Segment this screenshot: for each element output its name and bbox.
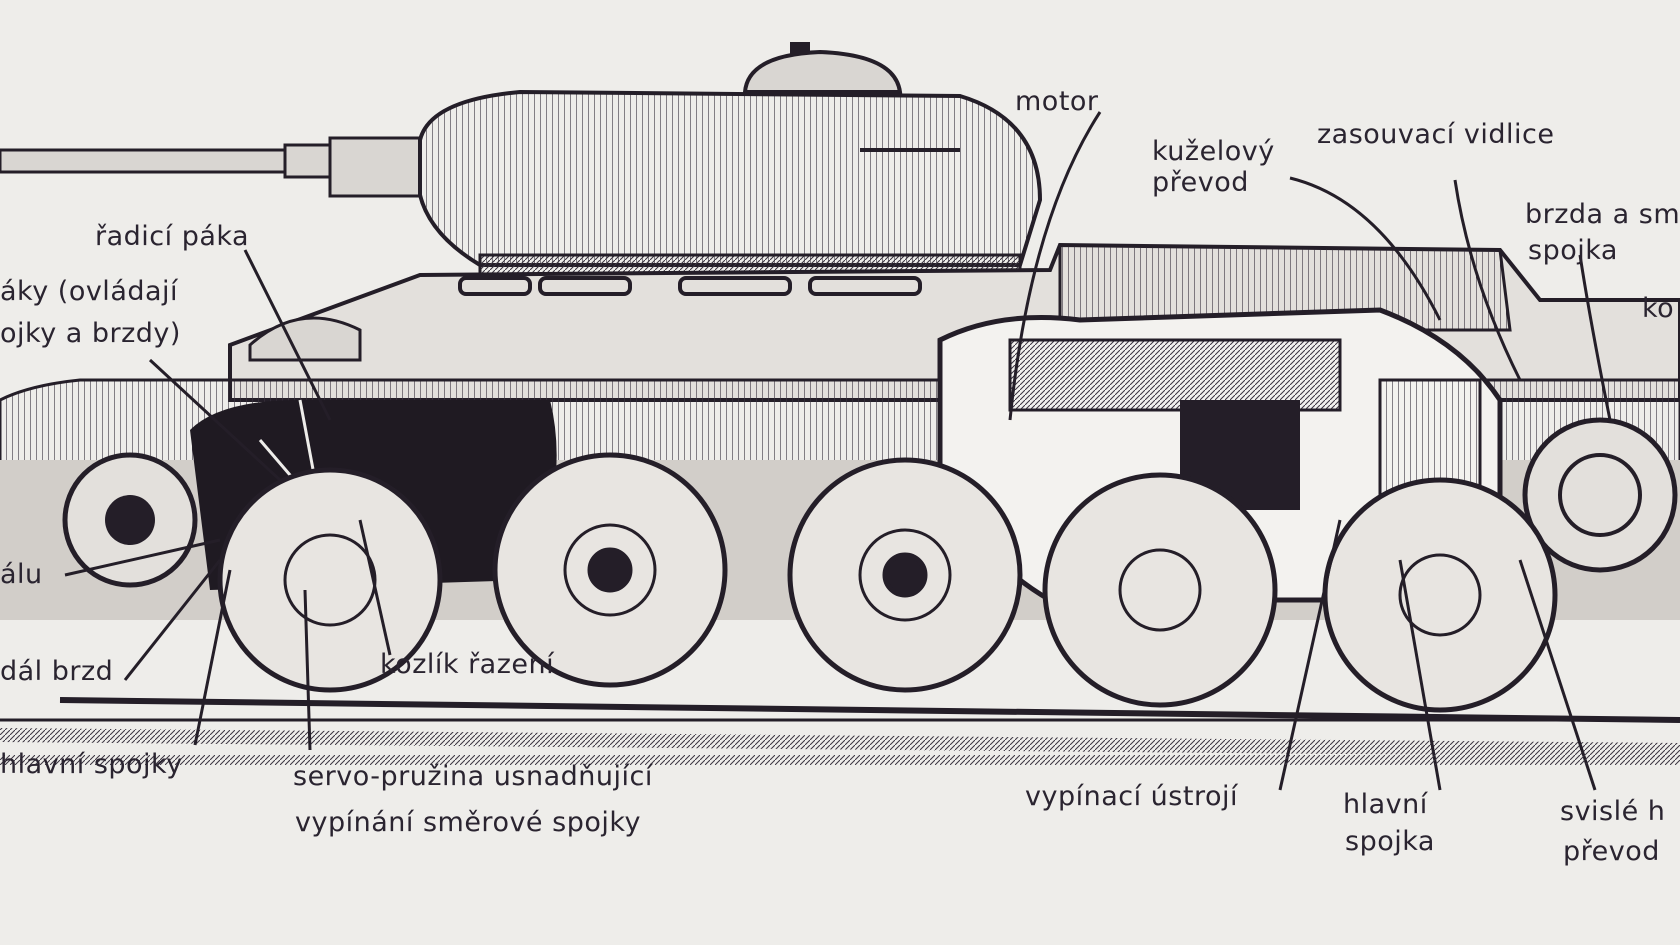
leader-lines bbox=[64, 111, 1612, 791]
label-alu: álu bbox=[0, 559, 43, 590]
road-wheels bbox=[217, 452, 1558, 713]
label-ko: ko bbox=[1642, 293, 1675, 324]
label-svisle-1: svislé h bbox=[1560, 796, 1666, 827]
gun-barrel bbox=[0, 136, 422, 198]
label-servo-1: servo-pružina usnadňující bbox=[293, 761, 653, 792]
label-brzda-1: brzda a sm bbox=[1525, 199, 1680, 230]
idler-wheel bbox=[62, 452, 198, 588]
label-dal-brzd: dál brzd bbox=[0, 656, 114, 687]
label-hlavni-spojka-2: spojka bbox=[1345, 826, 1435, 857]
label-motor: motor bbox=[1015, 86, 1099, 117]
label-kuzelovy-1: kuželový bbox=[1152, 136, 1275, 167]
label-kuzelovy-2: převod bbox=[1152, 167, 1249, 198]
label-brzda-2: spojka bbox=[1528, 235, 1618, 266]
drive-sprocket bbox=[1522, 417, 1678, 573]
ground bbox=[0, 755, 1680, 765]
label-hlavni-spojky: hlavní spojky bbox=[0, 749, 183, 780]
label-svisle-2: převod bbox=[1563, 836, 1660, 867]
label-vypinaci-ustroji: vypínací ústrojí bbox=[1025, 781, 1238, 812]
label-zasouvaci-vidlice: zasouvací vidlice bbox=[1317, 119, 1555, 150]
label-paky-1: áky (ovládají bbox=[0, 276, 179, 307]
label-paky-2: ojky a brzdy) bbox=[0, 318, 181, 349]
label-kozlik-razeni: kozlík řazení bbox=[380, 649, 555, 680]
label-radici-paka: řadicí páka bbox=[95, 221, 250, 252]
turret bbox=[418, 42, 1043, 279]
label-servo-2: vypínání směrové spojky bbox=[295, 807, 642, 838]
label-hlavni-spojka-1: hlavní bbox=[1343, 789, 1428, 820]
